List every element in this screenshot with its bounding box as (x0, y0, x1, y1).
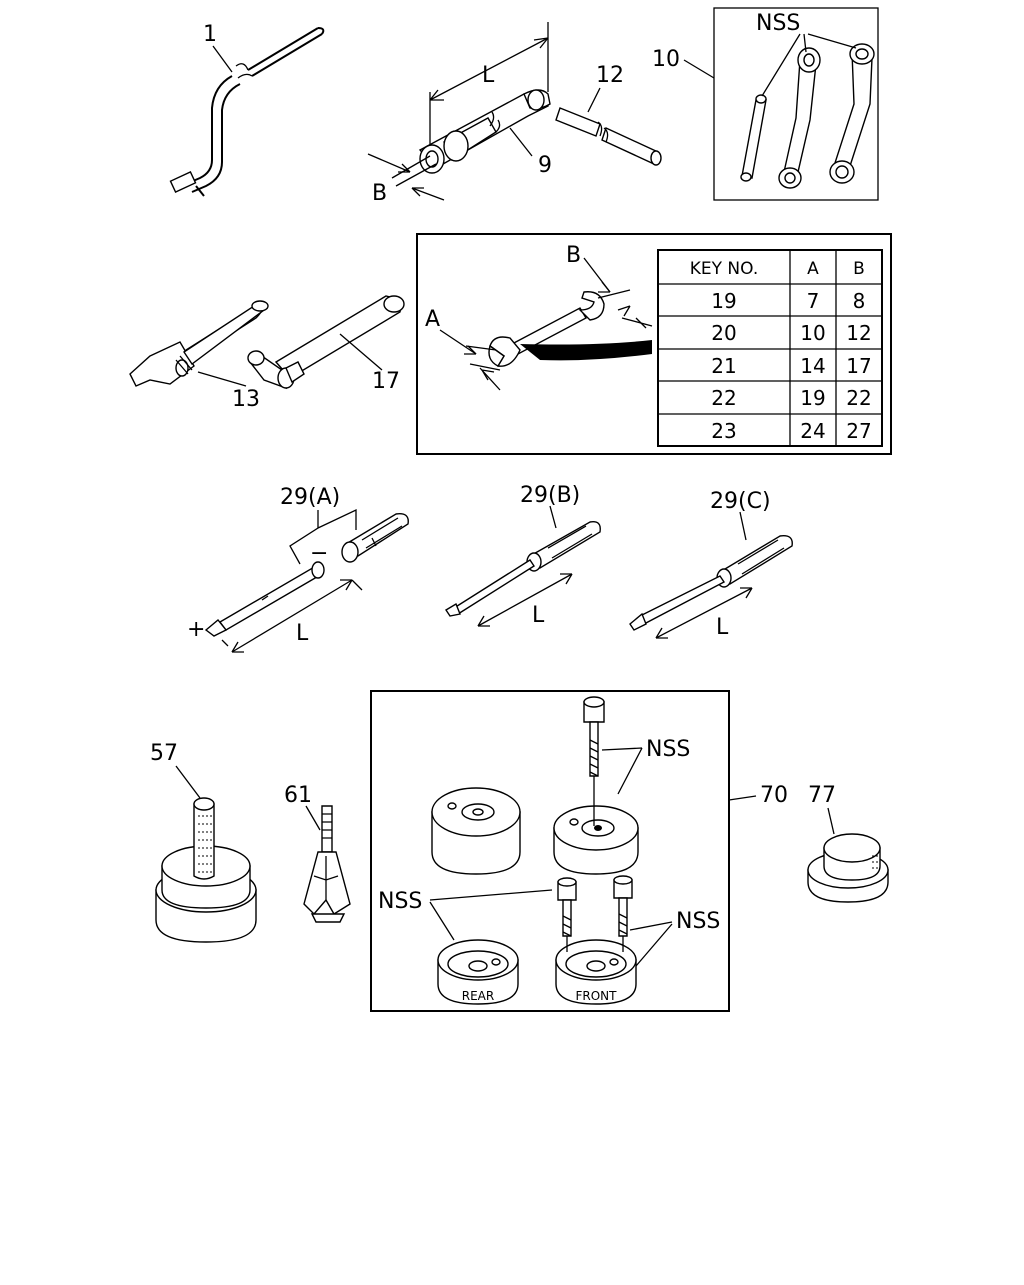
table-cell-key: 20 (711, 321, 736, 345)
short-bolt-left (557, 877, 577, 937)
part-77-adapter: 77 (807, 783, 889, 903)
label-part-13: 13 (232, 387, 260, 412)
bushing-guide-left (431, 787, 521, 875)
label-part-9: 9 (538, 153, 552, 178)
rear-cup: REAR (437, 939, 519, 1005)
part-57-installer: 57 (150, 741, 257, 943)
table-cell-a: 7 (807, 289, 820, 313)
label-plus: + (187, 617, 205, 642)
label-part-70: 70 (760, 783, 788, 808)
label-nss-70-top: NSS (646, 737, 690, 762)
label-part-12: 12 (596, 63, 624, 88)
table-cell-b: 17 (846, 354, 871, 378)
short-bolt-right (613, 875, 633, 937)
label-part-10: 10 (652, 47, 680, 72)
label-nss-70-right: NSS (676, 909, 720, 934)
table-cell-a: 19 (800, 386, 825, 410)
part-12-tommy-bar: 12 (555, 63, 662, 166)
part-17-hammer: 17 (247, 295, 405, 394)
label-dim-L-29c: L (716, 615, 729, 640)
rear-cup-label: REAR (462, 989, 494, 1003)
label-part-17: 17 (372, 369, 400, 394)
label-dim-A-spanner: A (425, 307, 440, 332)
table-cell-a: 10 (800, 321, 825, 345)
part-70-bushing-tool-kit: REAR FRONT NSS NSS NSS 70 (370, 690, 788, 1012)
part-61-drift: 61 (284, 783, 351, 923)
table-cell-key: 19 (711, 289, 736, 313)
front-cup: FRONT (555, 936, 637, 1005)
table-cell-b: 12 (846, 321, 871, 345)
table-cell-b: 27 (846, 419, 871, 443)
table-cell-a: 24 (800, 419, 825, 443)
label-part-57: 57 (150, 741, 178, 766)
spanner-size-table: KEY NO. A B 19 7 8 20 10 12 21 14 17 22 … (657, 249, 883, 447)
part-1-crank-handle: 1 (169, 22, 325, 197)
label-part-1: 1 (203, 22, 217, 47)
part-29c-flat-screwdriver: L 29(C) (629, 489, 793, 640)
bushing-guide-right (553, 776, 639, 875)
label-dim-L-29a: L (296, 621, 309, 646)
table-cell-key: 23 (711, 419, 736, 443)
label-part-29c: 29(C) (710, 489, 771, 514)
label-nss-70-left: NSS (378, 889, 422, 914)
spanner-table-panel: B A KEY NO. A B 19 7 8 20 10 12 21 14 17 (416, 233, 892, 455)
label-nss-10: NSS (756, 11, 800, 36)
part-9-socket-wrench: L B 9 (367, 22, 552, 206)
table-cell-key: 21 (711, 354, 736, 378)
label-part-61: 61 (284, 783, 312, 808)
table-header-key: KEY NO. (690, 259, 759, 279)
double-open-spanner: B A (425, 243, 653, 391)
long-bolt (583, 696, 605, 777)
label-part-29b: 29(B) (520, 483, 580, 508)
table-header-b: B (853, 259, 865, 279)
front-cup-label: FRONT (576, 989, 618, 1003)
table-cell-b: 22 (846, 386, 871, 410)
table-header-a: A (807, 259, 819, 279)
label-part-29a: 29(A) (280, 485, 340, 510)
table-cell-key: 22 (711, 386, 736, 410)
label-part-77: 77 (808, 783, 836, 808)
part-10-box-wrench-set: NSS 10 (652, 7, 879, 201)
table-cell-a: 14 (800, 354, 825, 378)
table-cell-b: 8 (853, 289, 866, 313)
label-dim-B-spanner: B (566, 243, 581, 268)
label-minus: − (310, 541, 328, 566)
label-dim-L-socket: L (482, 63, 495, 88)
label-dim-B-socket: B (372, 181, 387, 206)
part-29b-phillips-screwdriver: L 29(B) (445, 483, 601, 628)
part-29a-reversible-screwdriver: + − L 29(A) (187, 485, 409, 653)
label-dim-L-29b: L (532, 603, 545, 628)
part-13-adjustable-wrench: 13 (129, 300, 269, 412)
